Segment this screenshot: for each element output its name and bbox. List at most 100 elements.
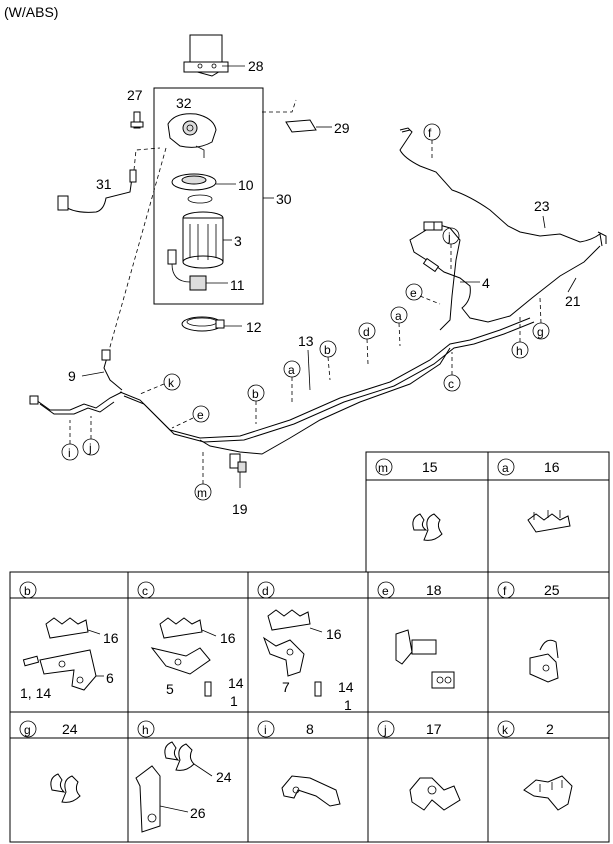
- c-label-16: 16: [220, 630, 236, 646]
- detail-cell-c: c: [137, 581, 155, 599]
- locator-a-left: a: [283, 360, 301, 402]
- c-label-5: 5: [166, 681, 174, 697]
- svg-text:a: a: [502, 461, 509, 475]
- locator-b-left: b: [247, 384, 265, 424]
- clip-15-icon: [412, 513, 443, 541]
- fitting-19-icon: [229, 453, 247, 488]
- seal-ring-10-icon: [171, 173, 217, 204]
- svg-text:a: a: [288, 363, 295, 377]
- locator-d: d: [358, 322, 376, 365]
- bracket-28-icon: [183, 34, 229, 77]
- clip-bracket-d-icon: [262, 609, 322, 697]
- svg-text:2: 2: [546, 721, 554, 737]
- svg-text:b: b: [24, 584, 31, 598]
- clip-8-icon: [281, 775, 341, 807]
- svg-text:17: 17: [426, 721, 442, 737]
- svg-text:i: i: [68, 446, 71, 460]
- filter-assembly-box: [153, 87, 264, 305]
- b-label-6: 6: [106, 670, 114, 686]
- d-label-14: 14: [338, 679, 354, 695]
- svg-text:f: f: [503, 584, 507, 598]
- bracket-25-icon: [529, 639, 559, 683]
- callout-13: 13: [298, 333, 314, 349]
- svg-text:c: c: [448, 377, 454, 391]
- left-end-pipe-a: [35, 391, 123, 411]
- svg-text:j: j: [383, 723, 387, 737]
- svg-text:25: 25: [544, 582, 560, 598]
- detail-cell-j: j 17: [377, 720, 442, 738]
- h-label-26: 26: [190, 805, 206, 821]
- svg-text:24: 24: [62, 721, 78, 737]
- locator-c: c: [443, 352, 461, 392]
- svg-text:d: d: [262, 584, 269, 598]
- c-label-1: 1: [230, 693, 238, 709]
- svg-text:b: b: [324, 343, 331, 357]
- main-pipe-lower: [199, 347, 451, 455]
- svg-text:e: e: [197, 408, 204, 422]
- detail-cell-e: e 18: [377, 581, 442, 599]
- clip-bracket-h-icon: [135, 741, 195, 833]
- callout-12: 12: [246, 319, 262, 335]
- callout-10: 10: [238, 177, 254, 193]
- clip-16-icon: [527, 510, 571, 533]
- locator-g: g: [532, 297, 550, 340]
- clip-17-icon: [409, 777, 461, 811]
- svg-text:b: b: [252, 387, 259, 401]
- detail-cell-d: d: [257, 581, 275, 599]
- svg-text:c: c: [142, 584, 148, 598]
- d-label-16: 16: [326, 626, 342, 642]
- detail-cell-b: b: [19, 581, 37, 599]
- h-label-24: 24: [216, 769, 232, 785]
- svg-text:18: 18: [426, 582, 442, 598]
- callout-11: 11: [230, 277, 245, 293]
- d-label-7: 7: [282, 679, 290, 695]
- svg-text:d: d: [363, 325, 370, 339]
- b-label-1-14: 1, 14: [20, 685, 51, 701]
- svg-text:j: j: [447, 230, 451, 244]
- callout-9: 9: [68, 368, 76, 384]
- filter-cartridge-3-icon: [182, 211, 224, 269]
- sensor-11-icon: [167, 249, 207, 291]
- svg-text:h: h: [516, 344, 523, 358]
- locator-j-left: j: [82, 416, 100, 456]
- locator-f: f: [423, 123, 441, 160]
- clip-24-icon: [50, 773, 81, 803]
- callout-23: 23: [534, 198, 550, 214]
- locator-j-top: j: [442, 227, 460, 270]
- svg-text:f: f: [428, 126, 432, 140]
- detail-cell-f: f 25: [497, 581, 560, 599]
- locator-h: h: [511, 316, 529, 359]
- svg-text:16: 16: [544, 459, 560, 475]
- callout-21: 21: [565, 293, 581, 309]
- svg-text:8: 8: [306, 721, 314, 737]
- detail-cell-k: k 2: [497, 720, 554, 738]
- clip-18-icon: [395, 629, 455, 689]
- callout-28: 28: [248, 58, 264, 74]
- locator-i: i: [61, 420, 79, 461]
- callout-32: 32: [176, 95, 192, 111]
- svg-text:m: m: [197, 486, 207, 500]
- svg-text:a: a: [395, 309, 402, 323]
- locator-m: m: [194, 450, 212, 501]
- detail-cell-i: i 8: [257, 720, 314, 738]
- svg-text:k: k: [168, 376, 175, 390]
- callout-3: 3: [234, 233, 242, 249]
- svg-text:k: k: [502, 723, 509, 737]
- brake-pipe-23: [399, 127, 603, 247]
- svg-text:e: e: [382, 584, 389, 598]
- locator-e-left: e: [171, 405, 210, 429]
- svg-text:m: m: [378, 461, 388, 475]
- svg-text:e: e: [410, 286, 417, 300]
- locator-k: k: [139, 373, 181, 395]
- clip-bracket-b-icon: [22, 617, 97, 691]
- locator-a-right: a: [390, 306, 408, 347]
- svg-text:g: g: [537, 325, 544, 339]
- locator-b-mid: b: [319, 340, 337, 381]
- detail-grid: [9, 451, 610, 843]
- detail-cell-h: h: [137, 720, 155, 738]
- clip-bracket-c-icon: [150, 617, 212, 697]
- b-label-16: 16: [103, 630, 119, 646]
- callout-31: 31: [96, 176, 112, 192]
- pipe-9: [103, 353, 123, 391]
